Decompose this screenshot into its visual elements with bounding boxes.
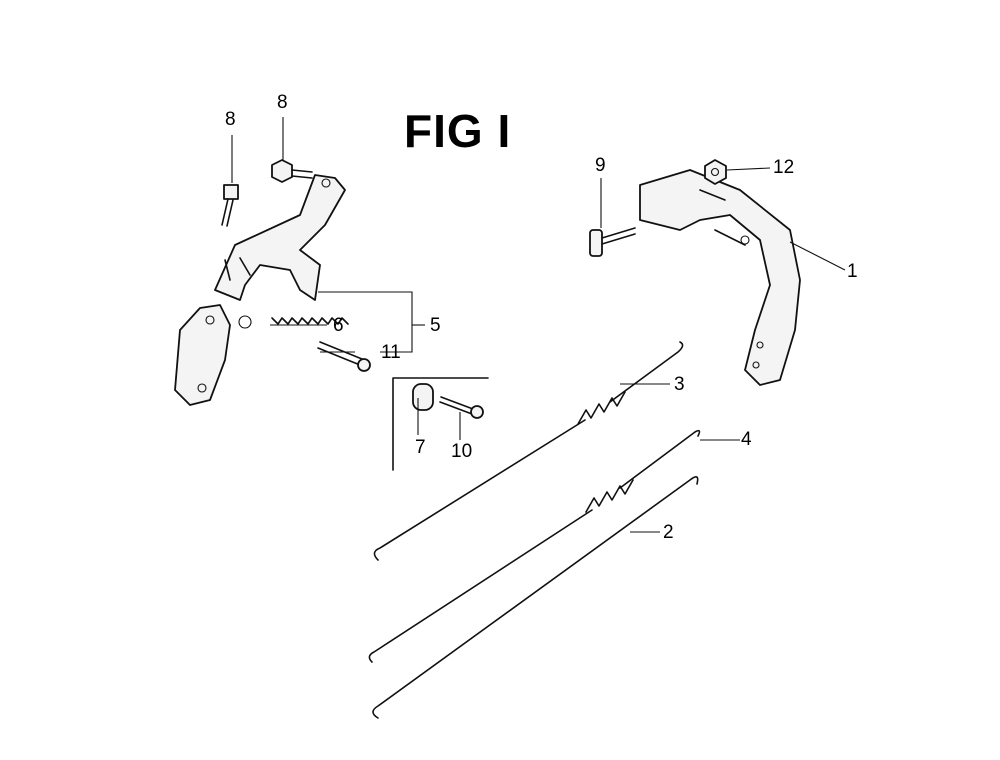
callout-6: 6 xyxy=(333,315,344,336)
bolt-8b xyxy=(271,159,313,183)
callout-7: 7 xyxy=(415,437,426,458)
callout-5: 5 xyxy=(430,315,441,336)
inset-box xyxy=(392,377,489,471)
nut-12 xyxy=(704,159,727,185)
lever-bracket-assembly xyxy=(174,174,346,406)
callout-1: 1 xyxy=(847,261,858,282)
callout-10: 10 xyxy=(451,441,473,462)
callout-12: 12 xyxy=(773,157,795,178)
callout-11: 11 xyxy=(381,342,401,363)
bolt-8a xyxy=(221,184,239,227)
callout-8a: 8 xyxy=(225,109,236,130)
callout-8b: 8 xyxy=(277,92,288,113)
control-lever-1 xyxy=(639,169,801,386)
screw-11 xyxy=(317,341,371,372)
leader-lines xyxy=(231,117,846,533)
rod-2 xyxy=(372,476,699,719)
bolt-9 xyxy=(589,227,636,257)
callout-9: 9 xyxy=(595,155,606,176)
spring-6 xyxy=(271,317,349,325)
callout-4: 4 xyxy=(741,429,752,450)
callout-3: 3 xyxy=(674,374,685,395)
callout-2: 2 xyxy=(663,522,674,543)
figure-title: FIG I xyxy=(404,105,512,157)
rod-4 xyxy=(368,429,701,663)
rod-3 xyxy=(373,341,684,561)
